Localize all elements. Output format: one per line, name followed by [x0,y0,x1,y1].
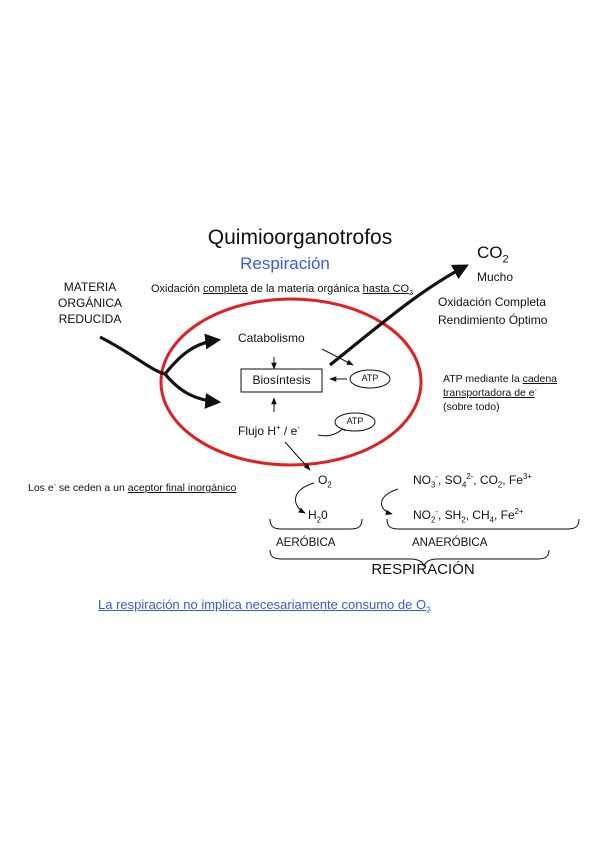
oxidation-text: Oxidación completa de la materia orgánic… [151,283,414,298]
atp-label-2: ATP [346,416,364,426]
branch-arrow-flux [163,372,222,409]
source-label: MATERIA ORGÁNICA REDUCIDA [20,279,160,327]
co2-label: CO2 [477,243,509,266]
anaerobic-label: ANAERÓBICA [412,537,488,549]
source-line-2: ORGÁNICA [57,296,122,310]
oxidation-mid: de la materia orgánica [247,283,363,295]
catabolism-label: Catabolismo [238,331,305,345]
atp-note: ATP mediante la cadena transportadora de… [443,372,557,414]
aerobic-brace [269,518,363,530]
page-title: Quimioorganotrofos [207,226,393,249]
oxidation-completa: completa [202,283,248,295]
footer-note: La respiración no implica necesariamente… [98,597,431,615]
aerobic-label: AERÓBICA [276,537,336,549]
acceptor-note: Los e- se ceden a un aceptor final inorg… [28,481,237,494]
arrow-flux-to-o2 [284,441,311,471]
source-line-1: MATERIA [63,280,117,294]
reduced-products: NO2-, SH2, CH4, Fe2+ [413,507,524,525]
biosynthesis-box [240,368,323,393]
input-arrow-stem [99,335,166,376]
oxidation-pre: Oxidación [151,283,203,295]
arrow-o2-to-h2o [295,482,315,514]
atp-note-line-3: (sobre todo) [443,401,500,413]
respiracion-brace [269,549,550,568]
arrow-catabolism-to-atp [321,348,354,366]
atp-ellipse-2 [334,412,376,432]
o2-label: O2 [318,473,332,490]
oxidized-acceptors: NO3-, SO42-, CO2, Fe3+ [413,472,532,490]
cell-ellipse [159,297,423,467]
co2-output-arrow [329,264,469,367]
branch-arrow-catabolism [163,333,222,376]
biosynthesis-label: Biosíntesis [252,373,311,387]
co2-amount: Mucho [477,270,514,284]
arrow-oxidized-to-reduced [381,488,399,515]
oxidation-complete-label: Oxidación Completa [438,295,547,309]
atp-label-1: ATP [361,373,379,383]
oxidation-hasta: hasta CO2 [362,283,414,298]
diagram-subtitle: Respiración [240,254,330,273]
h2o-label: H20 [308,508,328,525]
atp-ellipse-1 [349,369,391,389]
source-line-3: REDUCIDA [58,312,122,326]
atp-note-line-2: transportadora de e- [443,386,537,399]
flux-label: Flujo H+ / e- [238,423,300,438]
anaerobic-brace [386,518,580,530]
optimal-yield-label: Rendimiento Óptimo [438,313,548,327]
respiracion-label: RESPIRACIÓN [371,561,475,578]
atp-note-line-1: ATP mediante la cadena [443,373,558,385]
